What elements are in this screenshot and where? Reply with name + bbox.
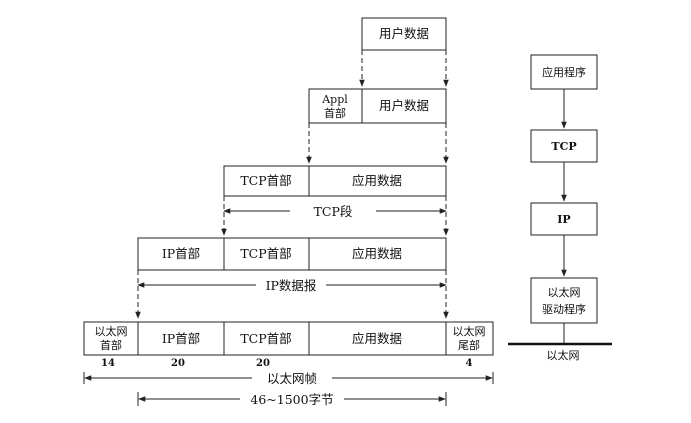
eth-tcp-header-label: TCP首部 [240, 331, 291, 346]
ethernet-frame-label: 以太网帧 [267, 371, 317, 386]
stack-tcp-label: TCP [551, 140, 576, 153]
eth-row: 以太网 首部 IP首部 TCP首部 应用数据 以太网 尾部 [83, 321, 494, 356]
size-eth-header: 14 [101, 358, 115, 369]
appl-header-line1: Appl [321, 93, 348, 106]
appl-header-box [308, 88, 363, 124]
size-ip-header: 20 [171, 358, 185, 369]
tcp-row: TCP首部 应用数据 [223, 165, 447, 197]
ip-app-data-label: 应用数据 [352, 246, 402, 261]
ip-tcp-header-label: TCP首部 [240, 246, 291, 261]
user-data-box [361, 17, 447, 51]
tcp-segment-label: TCP段 [314, 204, 353, 219]
eth-ip-header-box [137, 321, 225, 356]
payload-range-label: 46~1500字节 [250, 392, 333, 407]
eth-trailer-line2: 尾部 [458, 338, 480, 352]
size-eth-trailer: 4 [466, 358, 473, 369]
app-row: Appl 首部 用户数据 [308, 88, 447, 124]
eth-trailer-line1: 以太网 [453, 325, 486, 338]
user-data-label: 用户数据 [379, 26, 429, 41]
ip-header-label: IP首部 [162, 246, 200, 261]
app-user-data-box [361, 88, 447, 124]
ethernet-medium-label: 以太网 [547, 349, 580, 362]
stack-tcp-box [530, 129, 598, 163]
stack-driver-box [530, 277, 598, 324]
stack-application-label: 应用程序 [542, 65, 586, 79]
eth-trailer-box [445, 321, 494, 356]
user-data-row: 用户数据 [361, 17, 447, 51]
app-user-data-label: 用户数据 [379, 98, 429, 113]
eth-app-data-box [308, 321, 447, 356]
tcp-app-data-box [308, 165, 447, 197]
tcp-app-data-label: 应用数据 [352, 173, 402, 188]
tcp-header-box [223, 165, 310, 197]
stack-ip-box [530, 202, 598, 236]
size-tcp-header: 20 [256, 358, 270, 369]
stack-application-box [530, 54, 598, 90]
protocol-stack: 应用程序 TCP IP 以太网 驱动程序 以太网 [508, 54, 612, 362]
stack-ip-label: IP [557, 213, 570, 226]
eth-header-line1: 以太网 [95, 325, 128, 338]
ip-datagram-label: IP数据报 [266, 278, 317, 293]
eth-ip-header-label: IP首部 [162, 331, 200, 346]
eth-app-data-label: 应用数据 [352, 331, 402, 346]
ip-row: IP首部 TCP首部 应用数据 [137, 237, 447, 271]
ip-app-data-box [308, 237, 447, 271]
stack-driver-line1: 以太网 [548, 286, 581, 299]
eth-header-line2: 首部 [100, 338, 122, 352]
appl-header-line2: 首部 [324, 106, 346, 120]
stack-driver-line2: 驱动程序 [542, 302, 586, 316]
tcp-header-label: TCP首部 [240, 173, 291, 188]
